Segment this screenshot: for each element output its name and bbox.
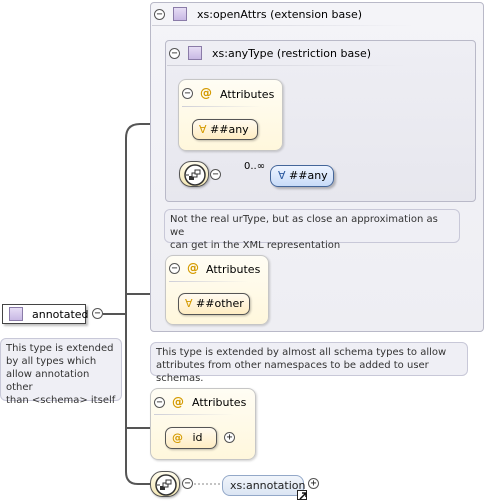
any-element-label: ##any bbox=[289, 169, 328, 182]
id-attribute-label: id bbox=[192, 431, 203, 444]
restriction-note-line: Not the real urType, but as close an app… bbox=[170, 214, 438, 238]
sequence-compositor[interactable] bbox=[150, 471, 180, 497]
root-type-box[interactable]: annotated bbox=[2, 304, 89, 324]
expand-annotation-icon[interactable]: + bbox=[308, 478, 319, 489]
occurrence-label: 0..∞ bbox=[244, 161, 266, 172]
divider bbox=[182, 106, 262, 107]
divider bbox=[169, 281, 249, 282]
wildcard-icon: ∀ bbox=[199, 123, 207, 136]
collapse-restriction-icon[interactable]: − bbox=[169, 48, 180, 59]
divider bbox=[152, 25, 412, 26]
wildcard-icon: ∀ bbox=[278, 169, 286, 182]
attribute-icon: @ bbox=[200, 86, 212, 100]
attributes-label: Attributes bbox=[220, 88, 275, 101]
reference-arrow-icon bbox=[297, 490, 307, 500]
complex-type-icon bbox=[9, 307, 23, 321]
annotation-element[interactable]: xs:annotation bbox=[222, 475, 306, 496]
collapse-attributes-icon[interactable]: − bbox=[154, 397, 165, 408]
complex-type-icon bbox=[173, 7, 187, 21]
attributes-label: Attributes bbox=[206, 263, 261, 276]
sequence-icon bbox=[155, 474, 177, 496]
any-attribute-label: ##any bbox=[210, 123, 249, 136]
root-note-line: by all types which bbox=[6, 356, 97, 367]
extension-title: xs:openAttrs (extension base) bbox=[197, 8, 363, 21]
restriction-title: xs:anyType (restriction base) bbox=[212, 47, 372, 60]
attribute-icon: @ bbox=[172, 431, 183, 444]
extension-documentation: This type is extended by almost all sche… bbox=[150, 342, 468, 384]
restriction-note-line: can get in the XML representation bbox=[170, 240, 341, 251]
complex-type-icon bbox=[188, 46, 202, 60]
collapse-root-icon[interactable]: − bbox=[92, 308, 103, 319]
other-attribute-label: ##other bbox=[196, 297, 244, 310]
extension-note-line: This type is extended by almost all sche… bbox=[156, 347, 447, 358]
id-attribute[interactable]: @ id bbox=[165, 427, 217, 449]
divider bbox=[167, 65, 407, 66]
collapse-sequence-icon[interactable]: − bbox=[182, 478, 193, 489]
collapse-attributes-icon[interactable]: − bbox=[182, 88, 193, 99]
other-attribute-wildcard[interactable]: ∀ ##other bbox=[178, 293, 250, 315]
annotation-element-label: xs:annotation bbox=[230, 479, 306, 492]
attribute-icon: @ bbox=[172, 395, 184, 409]
root-documentation: This type is extended by all types which… bbox=[0, 338, 122, 406]
extension-note-line: attributes from other namespaces to be a… bbox=[156, 360, 429, 384]
attributes-label: Attributes bbox=[192, 396, 247, 409]
root-note-line: This type is extended bbox=[6, 343, 114, 354]
root-type-name: annotated bbox=[32, 308, 89, 321]
restriction-documentation: Not the real urType, but as close an app… bbox=[164, 209, 460, 251]
expand-id-icon[interactable]: + bbox=[224, 432, 235, 443]
any-attribute-wildcard[interactable]: ∀ ##any bbox=[192, 119, 258, 140]
root-note-line: allow annotation other bbox=[6, 369, 90, 393]
sequence-icon bbox=[184, 164, 206, 186]
attribute-icon: @ bbox=[187, 261, 199, 275]
root-note-line: than <schema> itself bbox=[6, 395, 116, 406]
collapse-extension-icon[interactable]: − bbox=[154, 9, 165, 20]
divider bbox=[154, 414, 234, 415]
collapse-sequence-icon[interactable]: − bbox=[210, 169, 221, 180]
collapse-attributes-icon[interactable]: − bbox=[169, 263, 180, 274]
wildcard-icon: ∀ bbox=[185, 297, 193, 310]
sequence-compositor[interactable] bbox=[179, 161, 209, 187]
any-element-wildcard[interactable]: ∀ ##any bbox=[270, 165, 334, 187]
